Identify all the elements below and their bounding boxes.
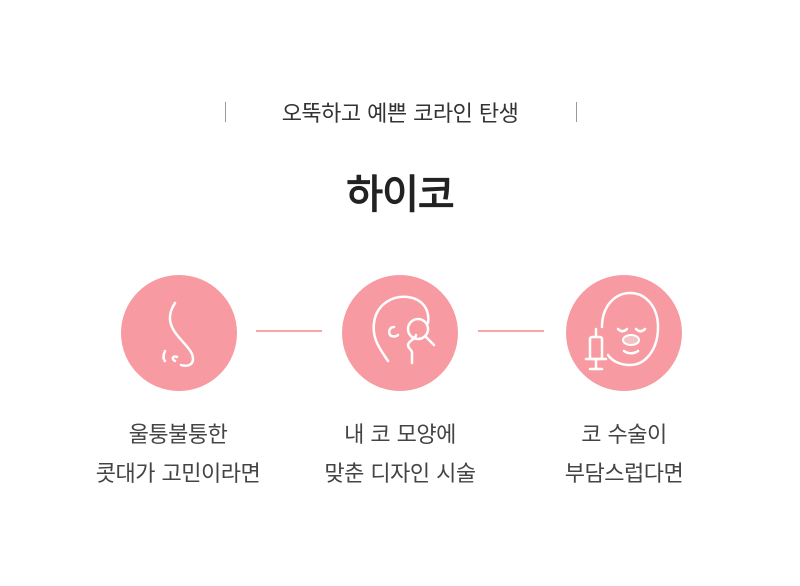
feature-caption-3: 코 수술이 부담스럽다면: [504, 416, 744, 494]
face-syringe-icon: [584, 291, 660, 371]
tagline-container: 오뚝하고 예쁜 코라인 탄생: [0, 96, 800, 128]
tagline-divider-left: [225, 102, 226, 122]
feature-caption-1-line-2: 콧대가 고민이라면: [95, 462, 261, 487]
tagline-divider-right: [576, 102, 577, 122]
feature-circle-3: [566, 275, 682, 391]
feature-caption-1: 울퉁불퉁한 콧대가 고민이라면: [58, 416, 298, 494]
feature-caption-3-line-2: 부담스럽다면: [564, 462, 684, 487]
connector-line-2: [478, 330, 544, 332]
feature-caption-2-line-1: 내 코 모양에: [344, 423, 456, 448]
page-title: 하이코: [346, 172, 454, 218]
connector-line-1: [256, 330, 322, 332]
feature-caption-3-line-1: 코 수술이: [581, 423, 667, 448]
feature-caption-1-line-1: 울퉁불퉁한: [128, 423, 228, 448]
feature-caption-2: 내 코 모양에 맞춘 디자인 시술: [280, 416, 520, 494]
nose-icon: [162, 301, 195, 367]
feature-circle-1: [121, 275, 237, 391]
tagline: 오뚝하고 예쁜 코라인 탄생: [281, 102, 519, 127]
feature-circle-2: [342, 275, 458, 391]
feature-caption-2-line-2: 맞춘 디자인 시술: [324, 462, 476, 487]
face-profile-magnifier-icon: [372, 295, 436, 365]
